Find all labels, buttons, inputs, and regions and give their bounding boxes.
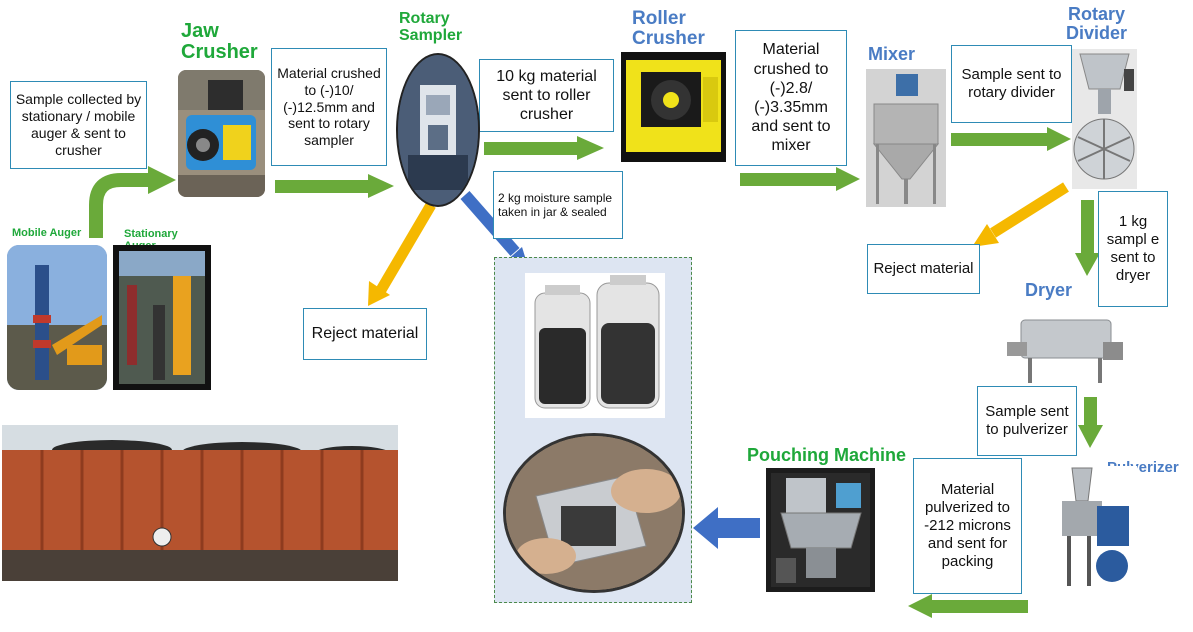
roller-crusher-title: Roller Crusher [632, 8, 705, 49]
rotary-sampler-title: Rotary Sampler [399, 10, 463, 44]
pulverizer-photo [1032, 466, 1137, 591]
to-roller-box: 10 kg material sent to roller crusher [479, 59, 614, 132]
roller-crusher-photo [621, 52, 726, 162]
rotary-divider-photo [1072, 49, 1137, 189]
rotary-divider-title: Rotary Divider [1066, 4, 1128, 43]
arrow-divider-to-dryer [1081, 200, 1094, 255]
arrow-roller-to-mixer [740, 173, 838, 186]
arrow-mixer-to-divider [951, 133, 1049, 146]
arrow-divider-to-reject [990, 182, 1069, 238]
arrow-pulverizer-to-pouching [930, 600, 1028, 613]
arrow-jaw-to-sampler [275, 180, 370, 193]
to-divider-box: Sample sent to rotary divider [951, 45, 1072, 123]
sample-pouch-photo [503, 433, 685, 593]
jaw-crusher-title: Jaw Crusher [181, 20, 258, 63]
mixer-title: Mixer [868, 44, 916, 64]
rotary-sampler-photo [396, 53, 480, 207]
pouching-machine-photo [766, 468, 875, 592]
pulverized-box: Material pulverized to -212 microns and … [913, 458, 1022, 594]
sample-collected-box: Sample collected by stationary / mobile … [10, 81, 147, 169]
wagon-photo [2, 425, 398, 581]
arrow-augers-to-jaw [89, 173, 150, 238]
to-pulverizer-box: Sample sent to pulverizer [977, 386, 1077, 456]
arrow-sampler-to-reject [376, 202, 436, 293]
sample-jars-photo [525, 273, 665, 418]
dryer-title: Dryer [1025, 280, 1073, 300]
arrow-sampler-to-roller [484, 142, 579, 155]
mobile-auger-title: Mobile Auger [12, 227, 82, 239]
roller-output-box: Material crushed to (-)2.8/ (-)3.35mm an… [735, 30, 847, 166]
reject-material-box-1: Reject material [303, 308, 427, 360]
stationary-auger-photo [113, 245, 211, 390]
pouching-machine-title: Pouching Machine [747, 445, 907, 465]
dryer-photo [1003, 314, 1128, 385]
moisture-sample-box: 2 kg moisture sample taken in jar & seal… [493, 171, 623, 239]
arrow-sampler-to-moisture [460, 191, 520, 256]
mobile-auger-photo [7, 245, 107, 390]
mixer-photo [866, 69, 946, 207]
reject-material-box-2: Reject material [867, 244, 980, 294]
arrow-augers-to-jaw-head [148, 166, 176, 194]
arrow-pouching-to-storage [716, 518, 760, 538]
jaw-crusher-photo [178, 70, 265, 197]
moisture-sample-panel [494, 257, 692, 603]
jaw-output-box: Material crushed to (-)10/ (-)12.5mm and… [271, 48, 387, 166]
to-dryer-box: 1 kg sampl e sent to dryer [1098, 191, 1168, 307]
arrow-dryer-to-pulverizer [1084, 397, 1097, 427]
